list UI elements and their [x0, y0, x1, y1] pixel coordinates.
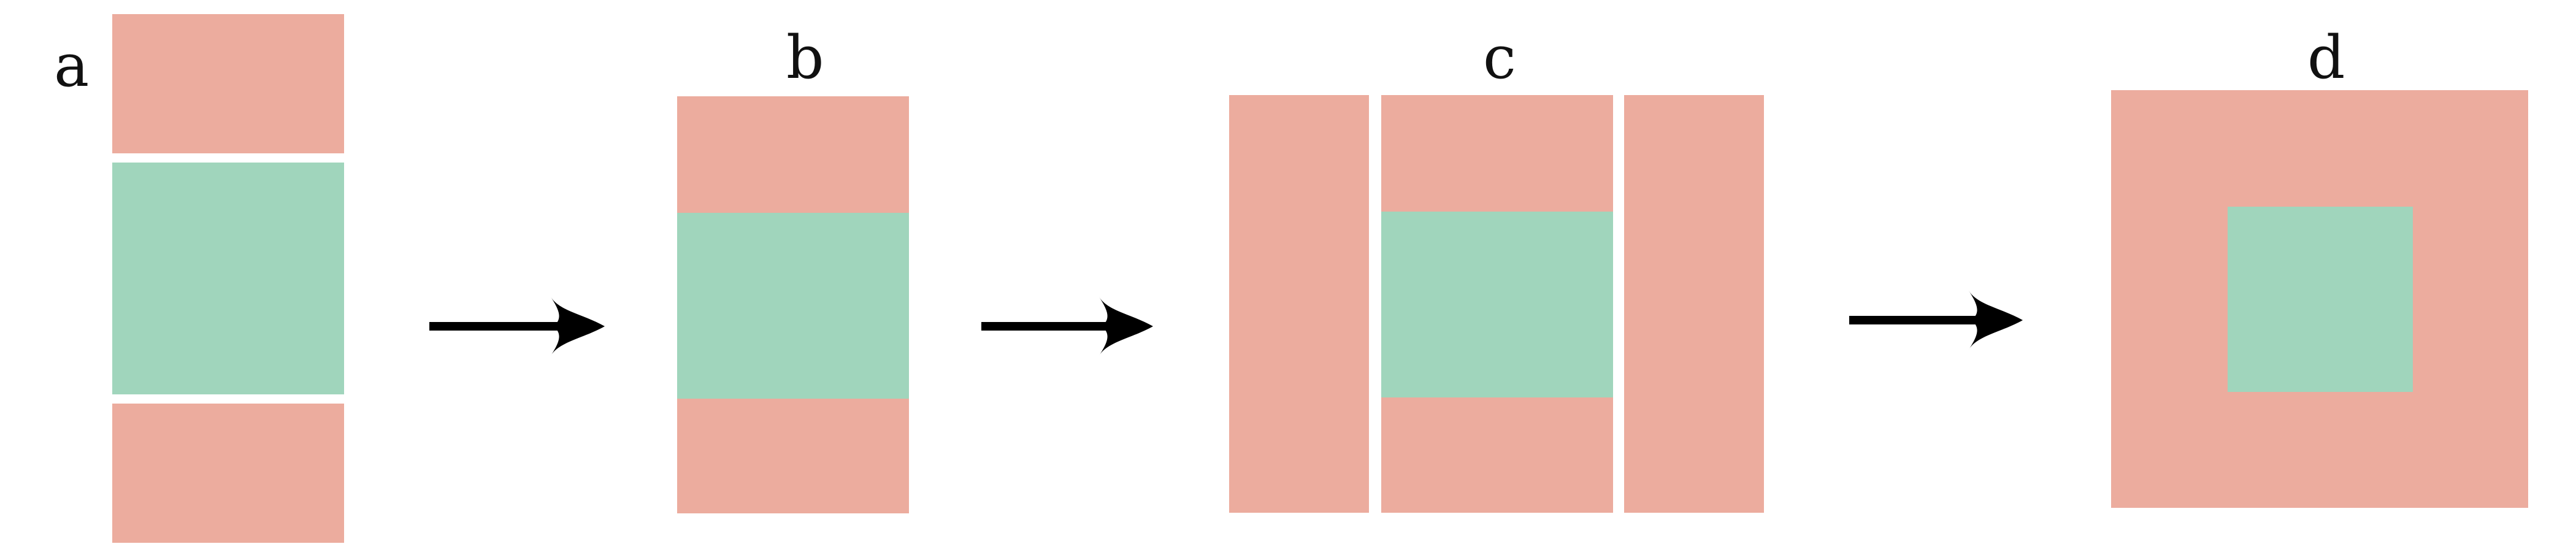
panel-c-top-strip [1381, 95, 1613, 212]
arrow-b-to-c [981, 297, 1153, 356]
panel-d-inner-square [2228, 207, 2413, 392]
arrow-c-to-d-head [1969, 291, 2023, 350]
panel-d-label: d [2307, 23, 2345, 92]
panel-b-bottom-strip [677, 399, 909, 513]
arrow-b-to-c-head [1099, 297, 1153, 356]
panel-a-label: a [54, 31, 89, 100]
arrow-a-to-b [429, 297, 605, 356]
panel-a-bottom-strip [112, 404, 344, 543]
panel-c-bottom-strip [1381, 397, 1613, 513]
panel-b-label: b [786, 23, 824, 92]
arrow-c-to-d [1849, 291, 2023, 350]
panel-b-top-strip [677, 96, 909, 213]
arrow-a-to-b-head [551, 297, 605, 356]
panel-d: d [2111, 23, 2528, 508]
panel-c-middle-strip [1381, 212, 1613, 397]
panel-c-left-strip [1229, 95, 1369, 513]
panel-b: b [677, 23, 909, 513]
panel-b-middle-strip [677, 213, 909, 399]
panel-a-top-strip [112, 14, 344, 153]
panel-a-middle-strip [112, 163, 344, 394]
panel-c-right-strip [1624, 95, 1764, 513]
panel-c-label: c [1483, 23, 1516, 92]
panel-a: a [54, 14, 344, 543]
panel-c: c [1229, 23, 1764, 513]
